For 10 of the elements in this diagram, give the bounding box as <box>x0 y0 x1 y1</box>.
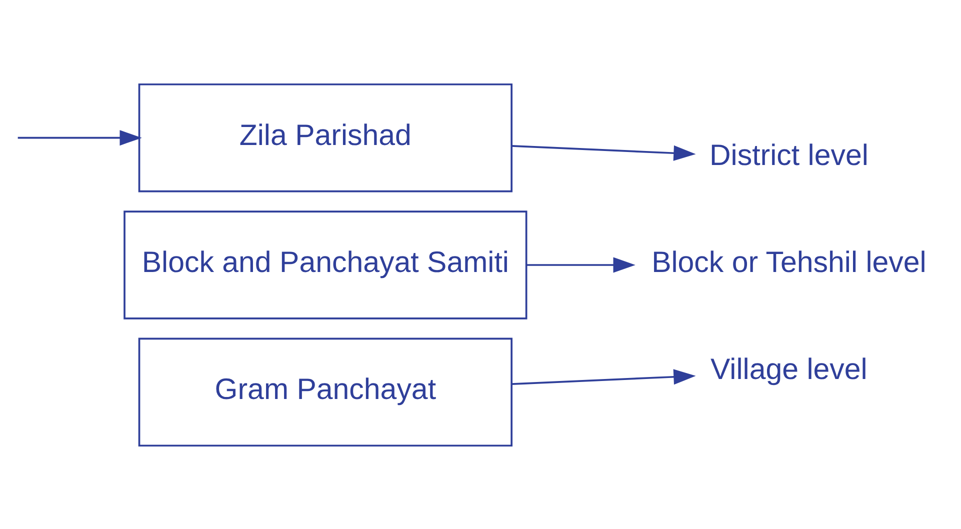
node-box: Gram Panchayat <box>138 337 512 446</box>
arrow <box>526 256 636 272</box>
node-box: Block and Panchayat Samiti <box>124 210 528 319</box>
node-text: Block or Tehshil level <box>652 246 926 279</box>
node-box: Zila Parishad <box>138 82 512 192</box>
node-text: District level <box>710 138 868 172</box>
arrow <box>512 368 696 384</box>
arrow <box>512 144 696 160</box>
arrow <box>18 130 142 146</box>
node-text: Village level <box>710 352 868 386</box>
